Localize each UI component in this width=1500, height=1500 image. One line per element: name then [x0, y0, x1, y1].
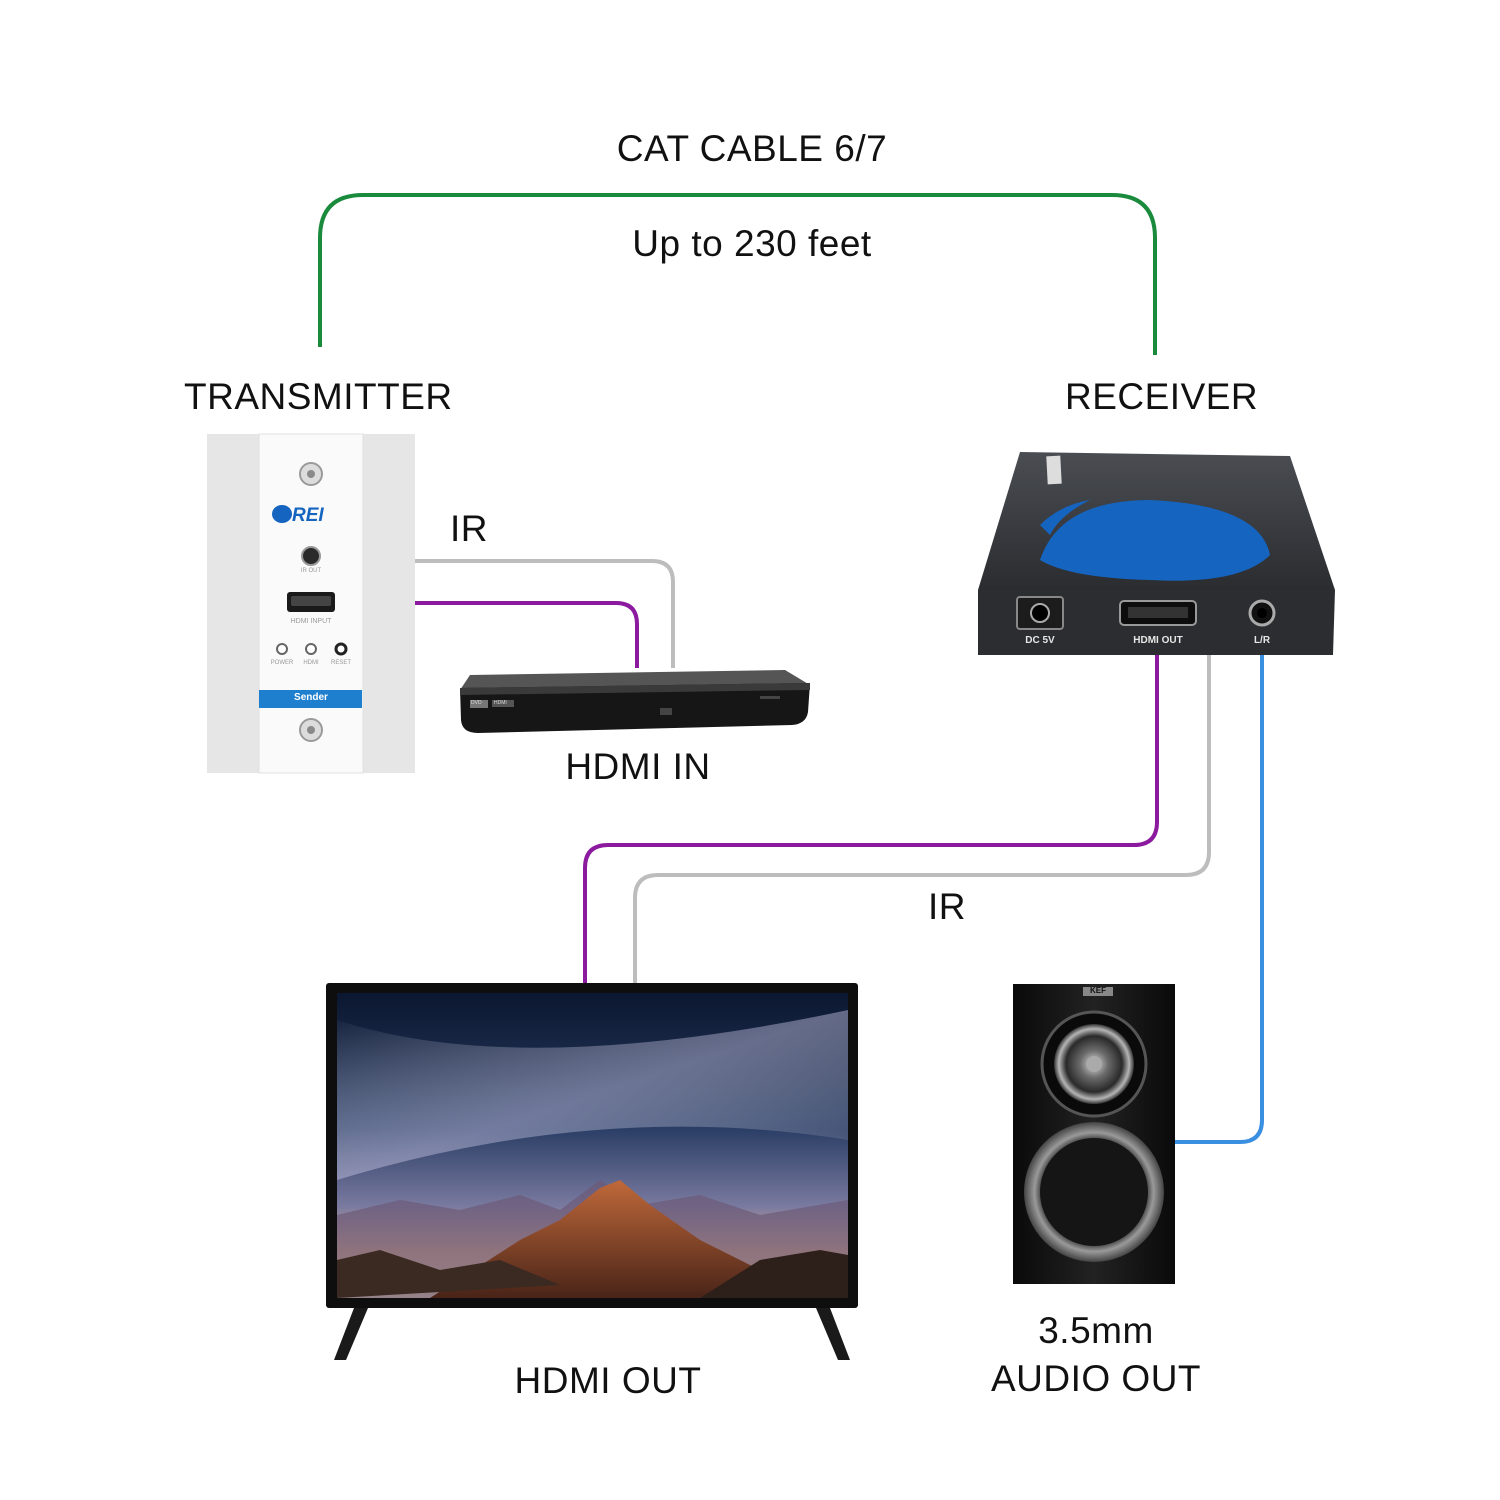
- hdmi-input-port-label: HDMI INPUT: [290, 618, 332, 625]
- source-hdmi-line: [415, 601, 639, 668]
- speaker: [1013, 984, 1175, 1284]
- hdmi-out-port-label: HDMI OUT: [1133, 635, 1183, 646]
- audio-line: [1175, 655, 1264, 1144]
- audio-label-line2: AUDIO OUT: [990, 1358, 1202, 1399]
- transmitter-wall-plate: REI: [207, 433, 415, 774]
- cable-type-label: CAT CABLE 6/7: [616, 128, 888, 169]
- reset-button-label: RESET: [330, 660, 352, 666]
- receiver-label: RECEIVER: [1065, 376, 1259, 417]
- hdmi-in-label: HDMI IN: [565, 746, 711, 787]
- audio-label-line1: 3.5mm: [1038, 1310, 1154, 1351]
- hdmi-led-label: HDMI: [303, 660, 319, 666]
- dc-port-label: DC 5V: [1025, 635, 1055, 646]
- lr-port-label: L/R: [1253, 635, 1271, 646]
- ore-logo-icon: REI: [272, 505, 324, 526]
- television: [326, 983, 858, 1360]
- receiver-swoosh-logo-icon: [1040, 500, 1270, 581]
- cat-cable-line: [318, 193, 1157, 355]
- source-ir-label: IR: [450, 508, 488, 549]
- kef-logo: KEF: [1090, 986, 1106, 995]
- svg-text:REI: REI: [292, 505, 324, 526]
- cable-distance-label: Up to 230 feet: [632, 223, 872, 264]
- sender-badge: Sender: [294, 692, 328, 703]
- dvd-player: [460, 670, 810, 733]
- display-ir-label: IR: [928, 886, 966, 927]
- source-ir-line: [415, 559, 675, 668]
- ir-out-port-label: IR OUT: [300, 568, 322, 574]
- transmitter-label: TRANSMITTER: [184, 376, 453, 417]
- hdmi-out-label: HDMI OUT: [514, 1360, 702, 1401]
- display-ir-line: [633, 655, 1211, 985]
- hdmi-mark: HDMI: [494, 700, 507, 706]
- display-hdmi-line: [583, 655, 1159, 985]
- power-led-label: POWER: [270, 660, 294, 666]
- dvd-mark: DVD: [471, 700, 482, 706]
- receiver-box: [978, 452, 1335, 655]
